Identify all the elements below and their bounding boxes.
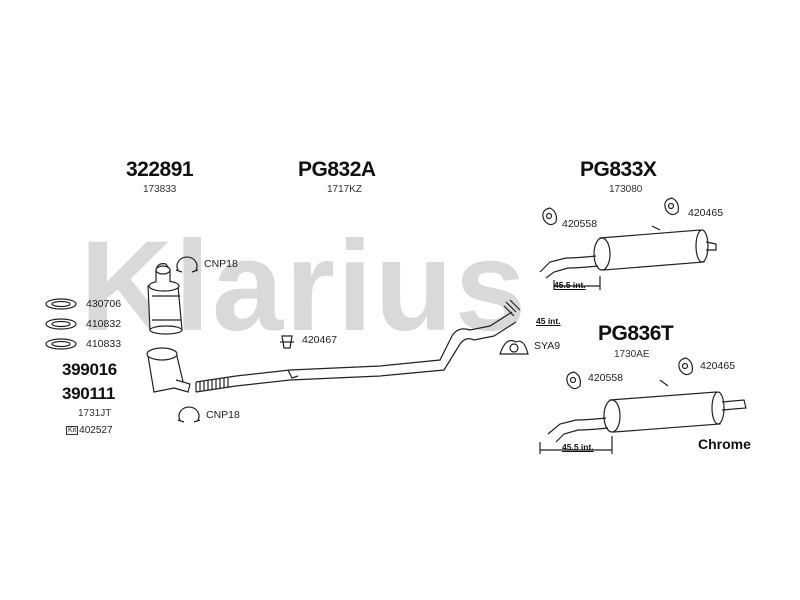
rear-box-bottom-drawing [539,379,747,454]
gasket-label-1: 430706 [86,298,122,310]
front-pipe-ref: 1717KZ [327,184,363,195]
rear-box-alt-part-number: PG836T [598,322,674,345]
dpf-part-number-1: 399016 [62,360,117,379]
mount-top-b-label: 420465 [688,207,724,219]
mount-420467-label: 420467 [302,334,338,346]
clamp-top-label: CNP18 [204,258,238,270]
catalyst-ref: 173833 [143,184,177,195]
kit-badge: Kit [66,426,79,435]
mount-top-a-label: 420558 [562,218,598,230]
dpf-part-number-2: 390111 [62,384,116,403]
mount-bottom-a-label: 420558 [588,372,624,384]
rear-box-part-number: PG833X [580,158,657,181]
gasket-label-2: 410832 [86,318,122,330]
rear-box-ref: 173080 [609,184,643,195]
mount-bottom-b-label: 420465 [700,360,736,372]
catalyst-part-number: 322891 [126,158,194,181]
mount-420467-drawing [280,335,294,349]
dim-top-label: 45.5 int. [554,280,586,290]
clamp-top-drawing [175,256,199,273]
front-pipe-part-number: PG832A [298,158,376,181]
front-pipe-drawing [195,311,517,393]
mount-top-drawings [542,197,679,226]
rear-box-alt-ref: 1730AE [614,349,650,360]
dim-mid-label: 45 int. [536,316,561,326]
clamp-bottom-drawing [177,406,201,423]
kit-number-text: 402527 [79,425,113,436]
mount-sya9-label: SYA9 [534,340,561,352]
mount-bottom-drawings [566,357,693,390]
gasket-label-3: 410833 [86,338,122,350]
dim-bottom-label: 45.5 int. [562,442,594,452]
mount-sya9-drawing [499,339,529,355]
dim-mid-marker [503,299,521,317]
dpf-drawing [146,347,191,393]
gasket-drawings [45,298,77,350]
catalyst-drawing [147,263,183,335]
rear-box-top-drawing [539,225,717,290]
dpf-ref: 1731JT [78,408,112,419]
finish-label: Chrome [698,436,751,452]
clamp-bottom-label: CNP18 [206,409,240,421]
